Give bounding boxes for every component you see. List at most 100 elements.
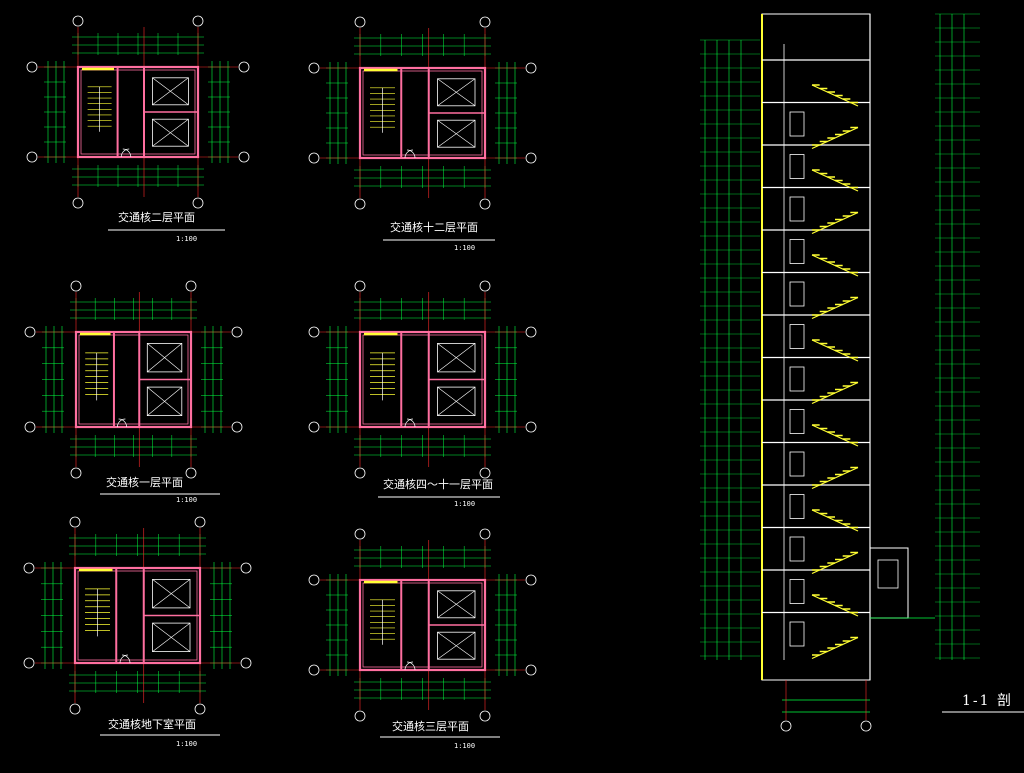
floor-plan-1 — [26, 15, 250, 209]
section-stair-stringer — [811, 169, 859, 192]
plan-scale-1st-floor: 1:100 — [176, 496, 198, 504]
axis-bubble — [479, 710, 491, 722]
door-swing — [404, 149, 414, 159]
section-stair-stringer — [811, 424, 859, 447]
elevator-shaft — [437, 78, 476, 107]
elevator-cross — [437, 631, 476, 660]
section-door — [789, 451, 805, 477]
section-outline — [761, 13, 871, 681]
axis-bubble — [240, 562, 252, 574]
axis-bubble — [479, 528, 491, 540]
axis-bubble — [308, 421, 320, 433]
section-stair-stringer — [811, 381, 859, 405]
axis-bubble — [23, 657, 35, 669]
elevator-cross — [152, 579, 191, 609]
axis-bubble — [525, 421, 537, 433]
section-title: 1-1 剖 — [962, 693, 1013, 709]
door-swing — [406, 149, 416, 159]
door-swing — [118, 418, 127, 428]
section-stair-stringer — [811, 466, 859, 490]
section-door — [789, 154, 805, 179]
door-swing — [119, 654, 129, 664]
plan-scale-12th-floor: 1:100 — [454, 244, 476, 252]
plan-title-2nd-floor: 交通核二层平面 — [118, 211, 195, 224]
section-door — [789, 536, 805, 562]
axis-bubble — [525, 574, 537, 586]
axis-bubble — [354, 710, 366, 722]
section-door — [789, 324, 805, 349]
section-stair-stringer — [811, 551, 859, 575]
section-stair-stringer — [811, 636, 859, 660]
axis-bubble — [192, 15, 204, 27]
elevator-shaft — [152, 622, 191, 652]
axis-bubble — [354, 198, 366, 210]
section-stair-stringer — [811, 126, 859, 150]
section-stair-stringer — [811, 84, 859, 107]
axis-bubble — [72, 15, 84, 27]
axis-bubble — [479, 198, 491, 210]
axis-bubble — [240, 657, 252, 669]
section-stair-stringer — [811, 509, 859, 532]
elevator-shaft — [152, 579, 191, 609]
plan-title-3rd-floor: 交通核三层平面 — [392, 720, 469, 733]
elevator-cross — [152, 118, 189, 147]
elevator-cross — [437, 590, 476, 619]
section-door — [789, 196, 805, 222]
plan-title-1st-floor: 交通核一层平面 — [106, 476, 183, 489]
door-swing — [404, 418, 414, 428]
axis-bubble — [192, 197, 204, 209]
axis-bubble — [69, 516, 81, 528]
plan-scale-basement: 1:100 — [176, 740, 198, 748]
axis-bubble — [479, 467, 491, 479]
axis-bubble — [24, 421, 36, 433]
section-stair-stringer — [811, 296, 859, 320]
section-annex — [869, 547, 909, 619]
section-stair-stringer — [811, 594, 859, 617]
axis-bubble — [308, 326, 320, 338]
elevator-cross — [147, 343, 182, 373]
elevator-shaft — [437, 342, 476, 373]
elevator-shaft — [437, 386, 476, 417]
plan-title-4-11-floor: 交通核四～十一层平面 — [383, 478, 493, 491]
elevator-shaft — [437, 631, 476, 660]
axis-bubble — [238, 151, 250, 163]
axis-bubble — [308, 62, 320, 74]
section-door — [789, 409, 805, 434]
section-stair-stringer — [811, 254, 859, 277]
axis-bubble — [354, 280, 366, 292]
axis-bubble — [185, 467, 197, 479]
elevator-shaft — [437, 119, 476, 148]
floor-plan-6 — [308, 528, 537, 722]
axis-bubble — [238, 61, 250, 73]
section-door — [789, 111, 805, 137]
section-1-1-drawing — [700, 13, 1024, 732]
section-door — [789, 494, 805, 519]
axis-bubble — [231, 326, 243, 338]
plan-scale-2nd-floor: 1:100 — [176, 235, 198, 243]
door-swing — [120, 148, 130, 158]
floor-plan-5 — [23, 516, 252, 715]
section-door — [789, 281, 805, 307]
elevator-shaft — [146, 342, 183, 373]
axis-bubble — [231, 421, 243, 433]
section-stair-stringer — [811, 211, 859, 235]
axis-bubble — [72, 197, 84, 209]
elevator-cross — [152, 622, 191, 652]
elevator-shaft — [437, 590, 476, 619]
axis-bubble — [354, 528, 366, 540]
axis-bubble — [525, 62, 537, 74]
elevator-cross — [437, 78, 476, 107]
floor-plan-3 — [24, 280, 243, 479]
plan-scale-4-11-floor: 1:100 — [454, 500, 476, 508]
section-door — [789, 579, 805, 604]
elevator-cross — [152, 77, 189, 106]
door-swing — [404, 661, 414, 671]
axis-bubble — [525, 326, 537, 338]
door-swing — [406, 661, 416, 671]
axis-bubble — [194, 703, 206, 715]
axis-bubble — [23, 562, 35, 574]
axis-bubble — [194, 516, 206, 528]
plan-title-basement: 交通核地下室平面 — [108, 718, 196, 731]
door-swing — [117, 418, 126, 428]
